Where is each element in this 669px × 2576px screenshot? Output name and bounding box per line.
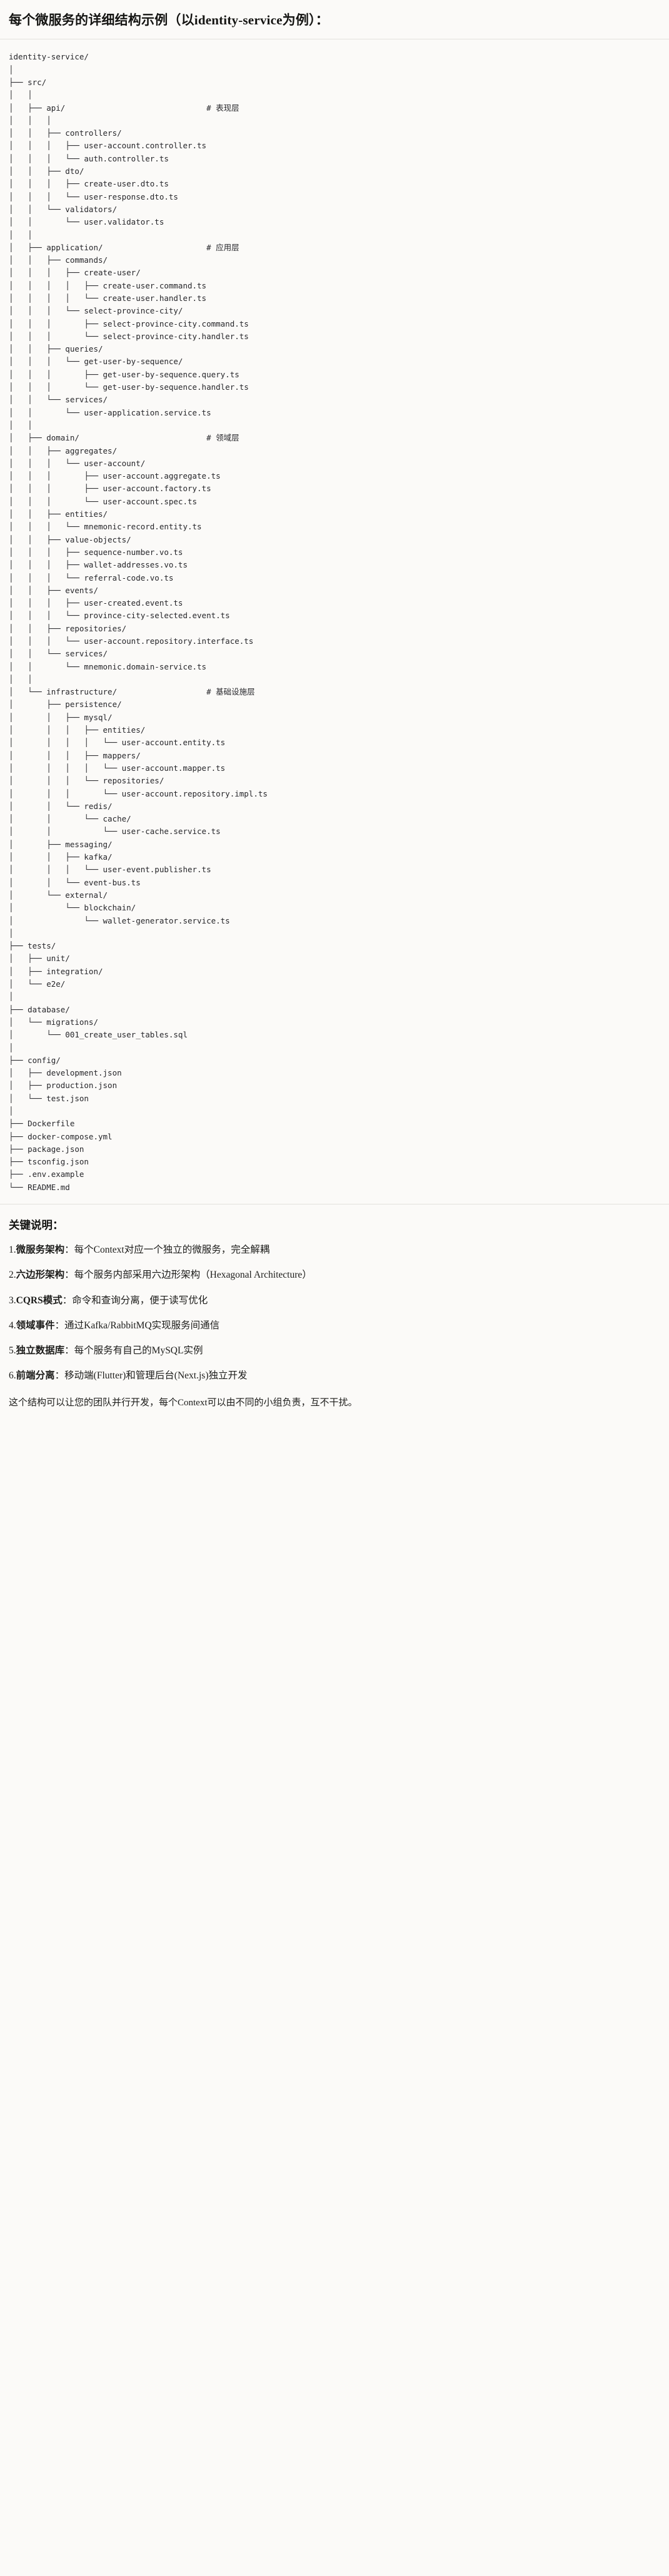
directory-tree: identity-service/ │ ├── src/ │ │ │ ├── a… [9,52,268,1192]
key-note-index: 6. [9,1370,16,1382]
key-note-separator: ： [62,1295,73,1306]
key-note-separator: ： [54,1320,65,1331]
document-header: 每个微服务的详细结构示例（以identity-service为例）： [0,0,669,40]
key-note-term: 微服务架构 [16,1245,65,1256]
key-note-term: 前端分离 [16,1370,55,1382]
key-note-item: 6.前端分离：移动端(Flutter)和管理后台(Next.js)独立开发 [9,1368,660,1383]
directory-tree-block: identity-service/ │ ├── src/ │ │ │ ├── a… [0,39,669,1205]
key-notes-title: 关键说明： [9,1219,64,1232]
key-note-description: 每个Context对应一个独立的微服务，完全解耦 [74,1245,270,1256]
closing-paragraph: 这个结构可以让您的团队并行开发，每个Context可以由不同的小组负责，互不干扰… [9,1397,358,1408]
key-note-index: 4. [9,1320,16,1331]
key-note-index: 2. [9,1270,16,1281]
key-note-item: 1.微服务架构：每个Context对应一个独立的微服务，完全解耦 [9,1243,660,1257]
key-note-separator: ： [54,1370,65,1382]
key-note-term: 领域事件 [16,1320,55,1331]
document-page: 每个微服务的详细结构示例（以identity-service为例）： ident… [0,0,669,1424]
key-note-index: 5. [9,1345,16,1357]
key-note-term: 独立数据库 [16,1345,65,1357]
key-note-separator: ： [64,1270,74,1281]
key-note-item: 2.六边形架构：每个服务内部采用六边形架构（Hexagonal Architec… [9,1268,660,1282]
key-note-separator: ： [64,1345,74,1357]
page-title: 每个微服务的详细结构示例（以identity-service为例）： [9,13,329,28]
key-note-index: 1. [9,1245,16,1256]
key-note-description: 移动端(Flutter)和管理后台(Next.js)独立开发 [64,1370,248,1382]
key-note-term: CQRS模式 [16,1295,63,1306]
key-note-description: 通过Kafka/RabbitMQ实现服务间通信 [64,1320,220,1331]
key-note-index: 3. [9,1295,16,1306]
key-note-item: 5.独立数据库：每个服务有自己的MySQL实例 [9,1343,660,1358]
key-note-item: 4.领域事件：通过Kafka/RabbitMQ实现服务间通信 [9,1318,660,1333]
key-note-item: 3.CQRS模式：命令和查询分离，便于读写优化 [9,1293,660,1308]
key-note-separator: ： [64,1245,74,1256]
key-note-term: 六边形架构 [16,1270,65,1281]
key-note-description: 命令和查询分离，便于读写优化 [72,1295,208,1306]
key-note-description: 每个服务内部采用六边形架构（Hexagonal Architecture） [74,1270,312,1281]
key-note-description: 每个服务有自己的MySQL实例 [74,1345,203,1357]
